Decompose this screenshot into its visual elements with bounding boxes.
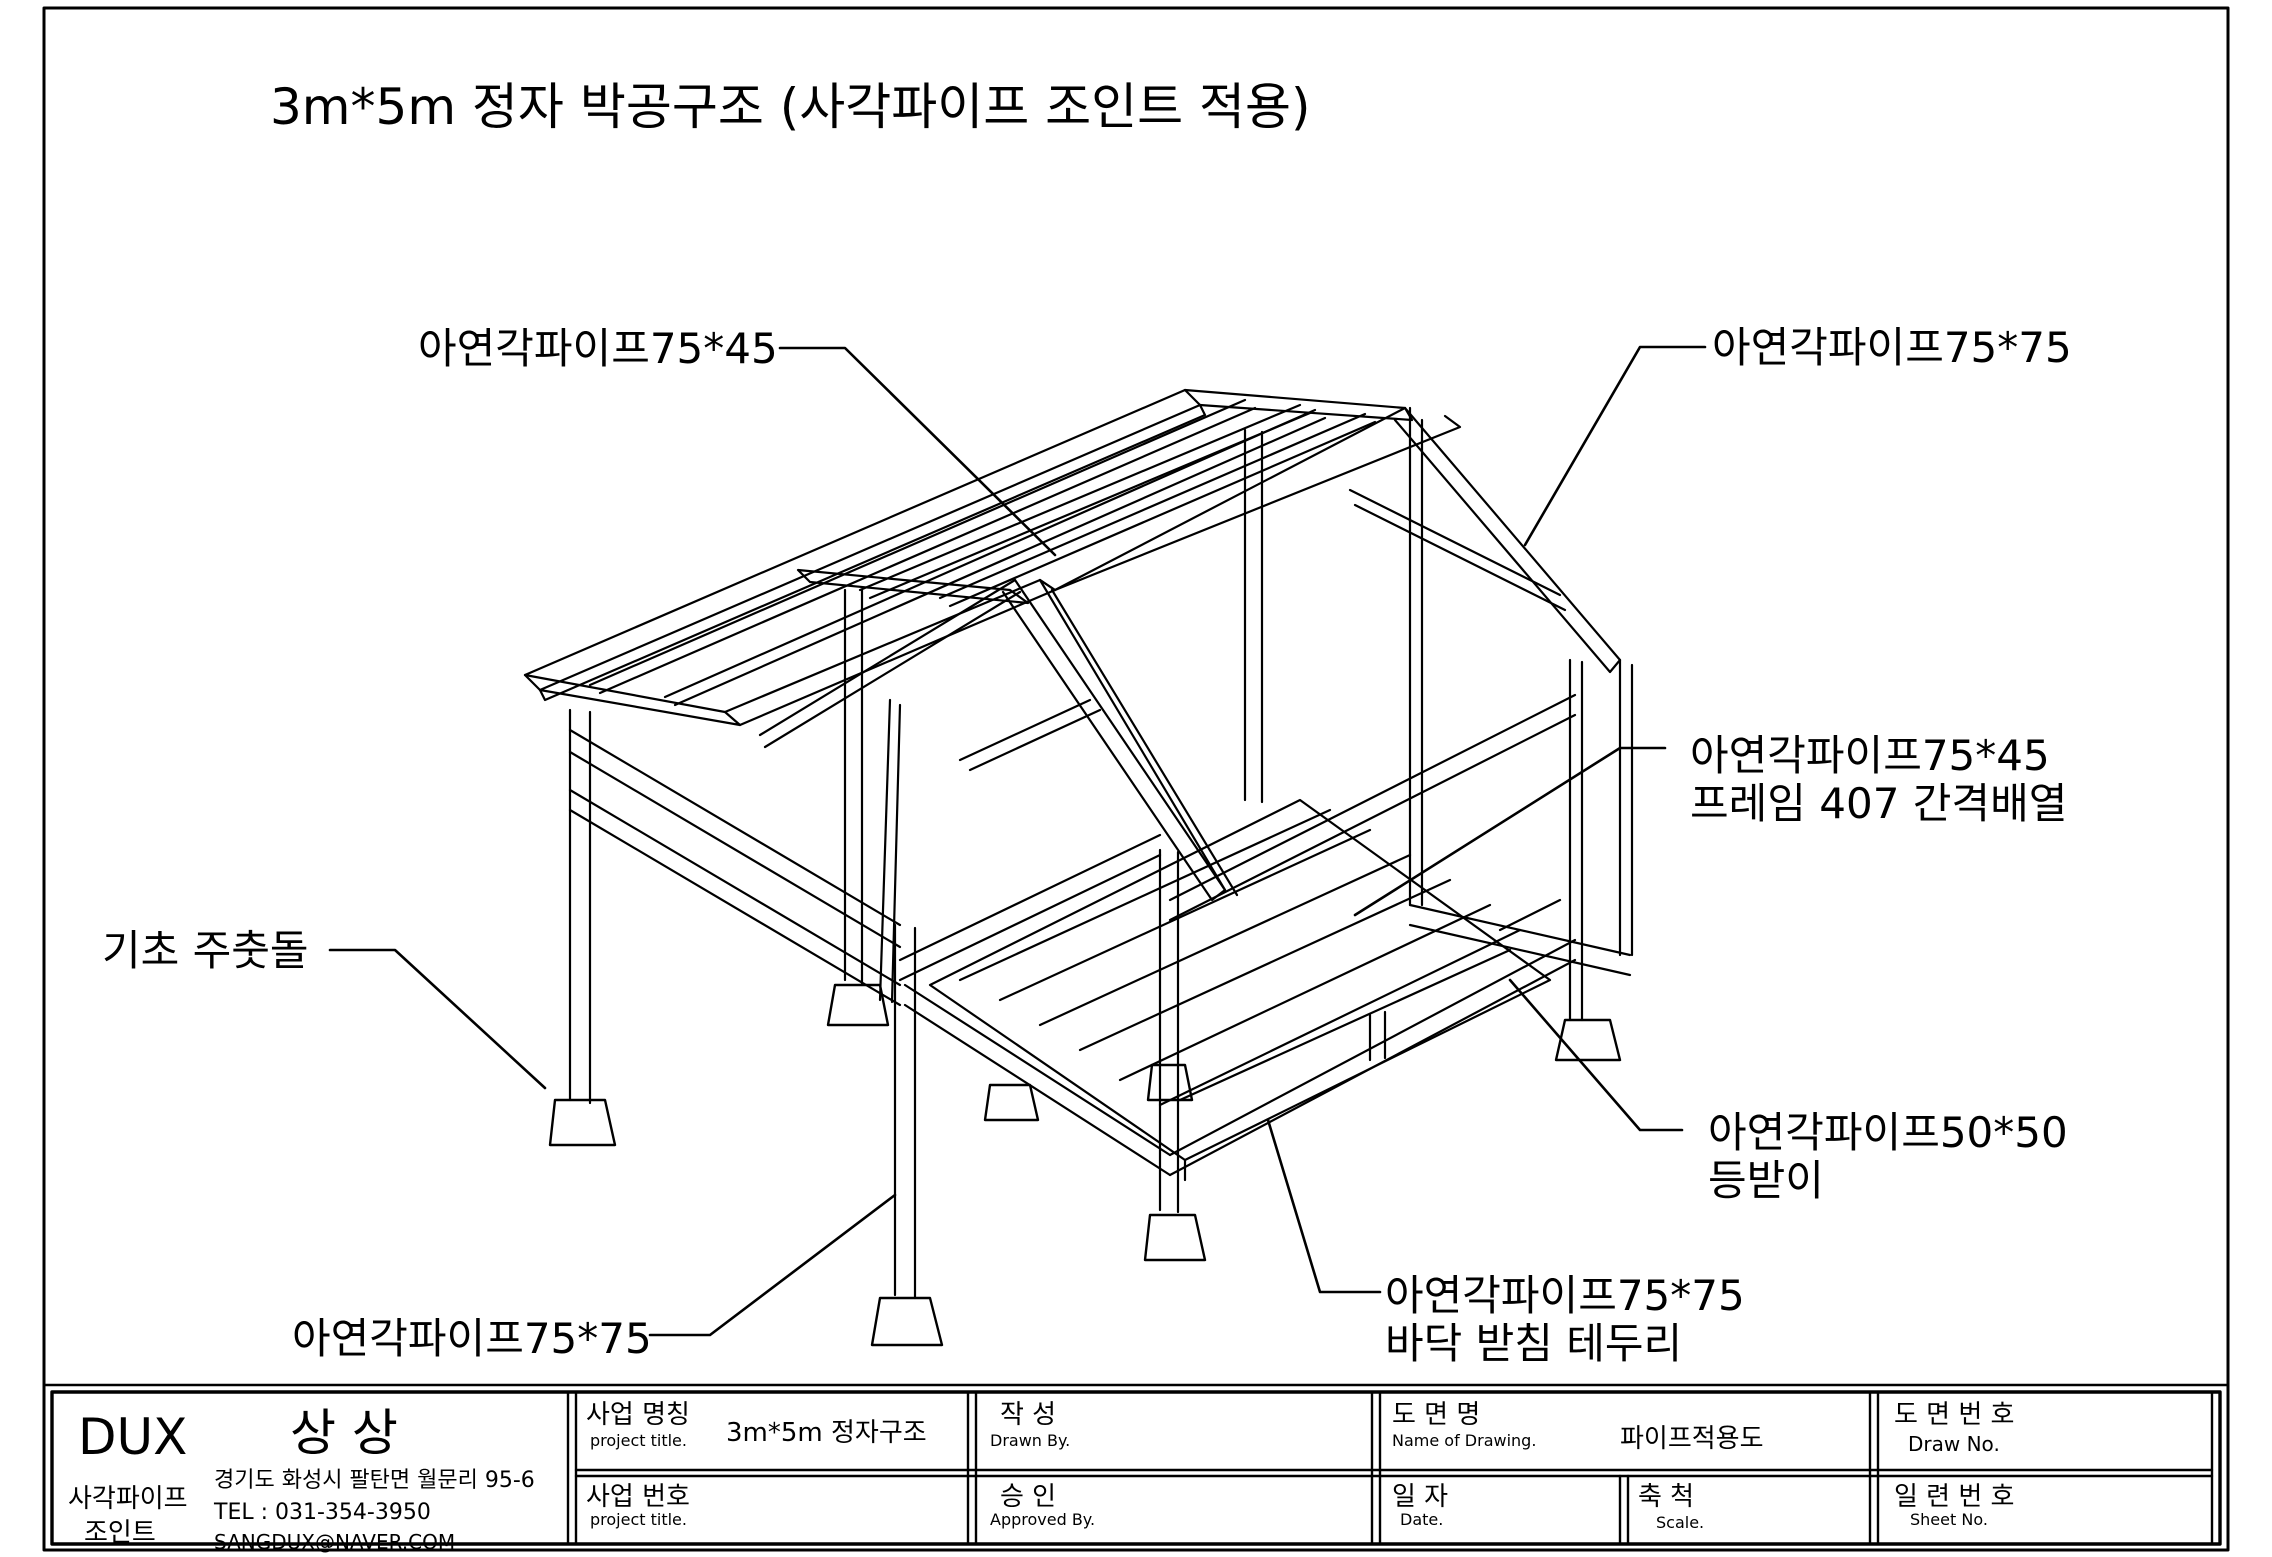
drawing-name-sub: Name of Drawing. — [1392, 1431, 1537, 1450]
drawn-by-sub: Drawn By. — [990, 1431, 1071, 1450]
side-beams — [568, 693, 1632, 1177]
sheet-no-label: 일 련 번 호 — [1894, 1482, 2015, 1512]
product-line-sub: 조인트 — [84, 1518, 156, 1548]
approved-by-label: 승 인 — [1000, 1482, 1057, 1512]
project-name-label: 사업 명칭 — [586, 1400, 690, 1430]
callout-roof-rafter: 아연각파이프75*75 — [1712, 323, 2072, 372]
drawing-title: 3m*5m 정자 박공구조 (사각파이프 조인트 적용) — [270, 78, 1311, 136]
posts — [568, 428, 1584, 1300]
callout-floor-spec: 아연각파이프75*75 — [1385, 1271, 1745, 1320]
gable-front — [758, 578, 1227, 1004]
drawing-name-label: 도 면 명 — [1392, 1400, 1481, 1430]
project-name-value: 3m*5m 정자구조 — [726, 1418, 927, 1448]
sheet-no-sub: Sheet No. — [1910, 1510, 1988, 1529]
draw-no-sub: Draw No. — [1908, 1432, 2000, 1456]
date-label: 일 자 — [1392, 1482, 1449, 1512]
brand-name: DUX — [78, 1408, 188, 1466]
date-sub: Date. — [1400, 1510, 1444, 1529]
gable-back — [1053, 406, 1634, 957]
project-no-label: 사업 번호 — [586, 1482, 690, 1512]
approved-by-sub: Approved By. — [990, 1510, 1096, 1529]
callout-backrest: 등받이 — [1708, 1156, 1824, 1205]
footing-stones — [548, 983, 1622, 1347]
title-block-grid — [42, 1383, 2230, 1546]
floor-frame — [928, 798, 1562, 1182]
company-email: SANGDUX@NAVER.COM — [214, 1530, 456, 1554]
callout-roof-purlin: 아연각파이프75*45 — [418, 324, 778, 373]
leader-lines — [328, 345, 1707, 1337]
company-address: 경기도 화성시 팔탄면 월문리 95-6 — [214, 1468, 535, 1493]
callout-foundation-stone: 기초 주춧돌 — [102, 926, 309, 975]
diagonal-brace — [1038, 578, 1239, 897]
drawing-name-value: 파이프적용도 — [1620, 1424, 1764, 1454]
scale-sub: Scale. — [1656, 1513, 1705, 1532]
company-tel: TEL : 031-354-3950 — [214, 1500, 431, 1525]
callout-frame-spec: 아연각파이프75*45 — [1690, 731, 2050, 780]
sheet-border — [42, 6, 2230, 1552]
product-line: 사각파이프 — [68, 1484, 188, 1514]
callout-frame-spacing: 프레임 407 간격배열 — [1690, 779, 2068, 828]
callout-floor-border: 바닥 받침 테두리 — [1385, 1319, 1683, 1368]
callout-backrest-spec: 아연각파이프50*50 — [1708, 1108, 2068, 1157]
company-name: 상 상 — [290, 1404, 398, 1462]
draw-no-label: 도 면 번 호 — [1894, 1400, 2015, 1430]
project-name-sub: project title. — [590, 1431, 687, 1450]
scale-label: 축 척 — [1638, 1482, 1695, 1512]
roof-left-slope — [523, 388, 1462, 727]
drawn-by-label: 작 성 — [1000, 1400, 1057, 1430]
callout-post-spec: 아연각파이프75*75 — [292, 1314, 652, 1363]
project-no-sub: project title. — [590, 1510, 687, 1529]
